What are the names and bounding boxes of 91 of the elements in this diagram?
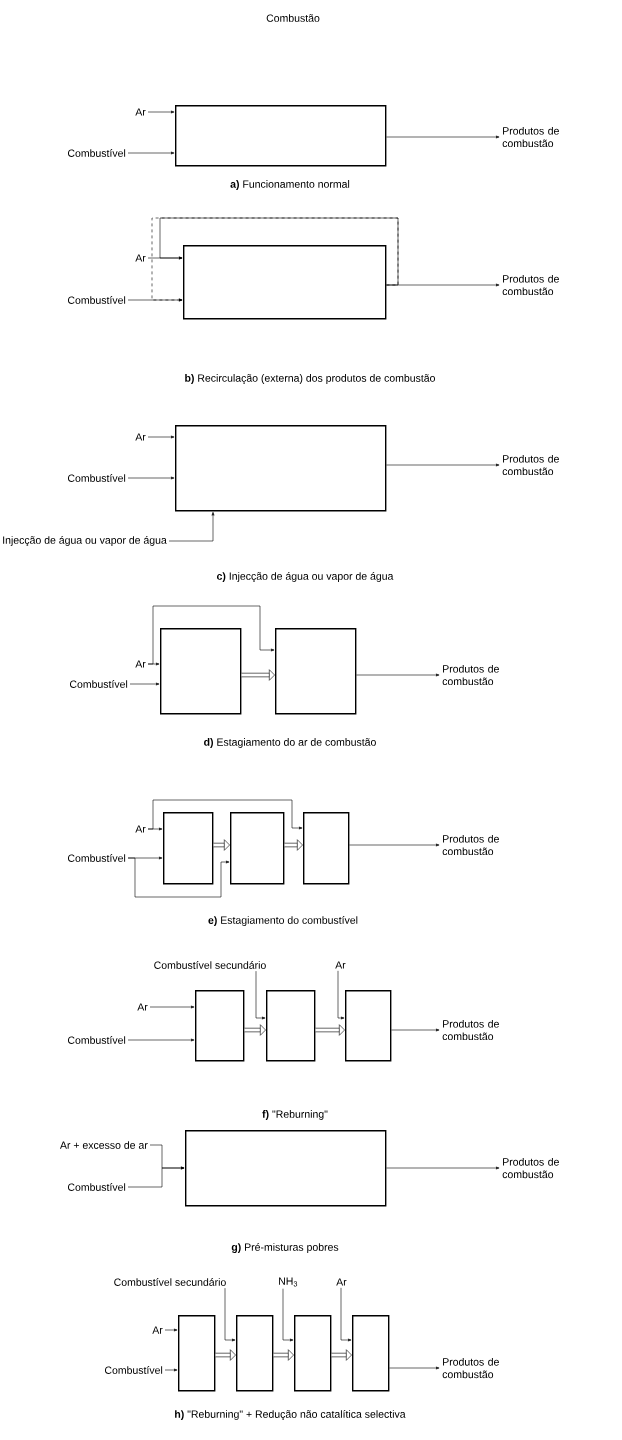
chamber-box <box>275 628 357 715</box>
stream-label: Ar <box>135 825 146 833</box>
stream-label: Combustível <box>68 1036 126 1044</box>
caption: d) Estagiamento do ar de combustão <box>204 738 376 748</box>
arrow <box>147 605 275 665</box>
output-label: Produtos de combustão <box>442 1357 499 1379</box>
arrow <box>386 1166 500 1170</box>
chamber-box <box>183 245 387 320</box>
stream-label: Ar <box>135 254 146 262</box>
stream-label: Combustível <box>68 854 126 862</box>
chamber-box <box>236 1315 274 1392</box>
chamber-box <box>195 990 245 1062</box>
stream-label: Ar <box>135 660 146 668</box>
hollow-arrow <box>244 1024 266 1036</box>
output-label: Produtos de combustão <box>442 1019 499 1041</box>
arrow <box>147 799 303 830</box>
dashed-arrow <box>151 217 399 302</box>
arrow <box>127 476 175 480</box>
output-label: Produtos de combustão <box>502 274 559 296</box>
hollow-arrow <box>273 1349 294 1361</box>
chamber-box <box>230 812 285 885</box>
arrow <box>164 1328 178 1332</box>
stream-label: Combustível <box>68 296 126 304</box>
arrow <box>224 1287 236 1342</box>
hollow-arrow <box>331 1349 352 1361</box>
arrow <box>255 970 266 1020</box>
arrow <box>127 151 175 155</box>
stream-label: Ar <box>137 1003 148 1011</box>
stream-label: Injecção de água ou vapor de água <box>3 536 167 546</box>
stream-label: Combustível <box>68 149 126 157</box>
chamber-box <box>175 105 387 167</box>
chamber-box <box>160 628 242 715</box>
stream-label: Ar <box>135 433 146 441</box>
arrow <box>127 857 230 898</box>
arrow <box>349 843 440 847</box>
stream-label: Combustível <box>70 680 128 688</box>
arrow <box>147 435 175 439</box>
caption: g) Pré-misturas pobres <box>231 1243 339 1253</box>
arrow <box>340 1287 352 1342</box>
stream-label: NH$_{3}$ <box>279 1277 298 1287</box>
hollow-arrow <box>284 839 303 851</box>
stream-label: Ar + excesso de ar <box>60 1141 148 1149</box>
output-label: Produtos de combustão <box>502 126 559 148</box>
arrow <box>389 1366 440 1370</box>
stream-label: Ar <box>335 961 346 969</box>
stream-label: Ar <box>336 1278 347 1286</box>
arrow <box>337 970 345 1020</box>
stream-label: Combustível <box>68 1183 126 1191</box>
chamber-box <box>303 812 350 885</box>
arrow <box>356 673 440 677</box>
stream-label: Ar <box>152 1326 163 1334</box>
arrow <box>391 1028 440 1032</box>
caption: a) Funcionamento normal <box>230 180 350 190</box>
hollow-arrow <box>241 669 275 681</box>
caption: c) Injecção de água ou vapor de água <box>216 572 394 582</box>
title: Combustão <box>266 14 320 22</box>
output-label: Produtos de combustão <box>502 454 559 476</box>
arrow <box>129 682 160 686</box>
hollow-arrow <box>215 1349 236 1361</box>
arrow <box>282 1288 294 1342</box>
chamber-box <box>352 1315 390 1392</box>
hollow-arrow <box>213 839 230 851</box>
stream-label: Combustível <box>68 474 126 482</box>
stream-label: Combustível secundário <box>154 961 266 969</box>
chamber-box <box>163 812 214 885</box>
output-label: Produtos de combustão <box>442 664 499 686</box>
arrow <box>147 110 175 114</box>
output-label: Produtos de combustão <box>442 834 499 856</box>
hollow-arrow <box>315 1024 345 1036</box>
chamber-box <box>345 990 392 1062</box>
caption: h) "Reburning" + Redução não catalítica selectiva <box>175 1410 406 1420</box>
output-label: Produtos de combustão <box>502 1157 559 1179</box>
chamber-box <box>178 1315 216 1392</box>
arrow <box>159 217 399 286</box>
arrow <box>168 512 215 542</box>
arrow <box>127 1038 195 1042</box>
caption: e) Estagiamento do combustível <box>208 916 358 926</box>
chamber-box <box>294 1315 332 1392</box>
arrow <box>386 463 500 467</box>
chamber-box <box>175 425 387 512</box>
arrow <box>127 1166 185 1188</box>
stream-label: Ar <box>135 108 146 116</box>
arrow <box>164 1368 178 1372</box>
chamber-box <box>266 990 316 1062</box>
caption: b) Recirculação (externa) dos produtos de combustão <box>185 374 435 384</box>
arrow <box>149 1005 195 1009</box>
stream-label: Combustível <box>105 1366 163 1374</box>
stream-label: Combustível secundário <box>114 1278 226 1286</box>
arrow <box>386 135 500 139</box>
caption: f) "Reburning" <box>262 1110 328 1120</box>
chamber-box <box>185 1130 387 1207</box>
